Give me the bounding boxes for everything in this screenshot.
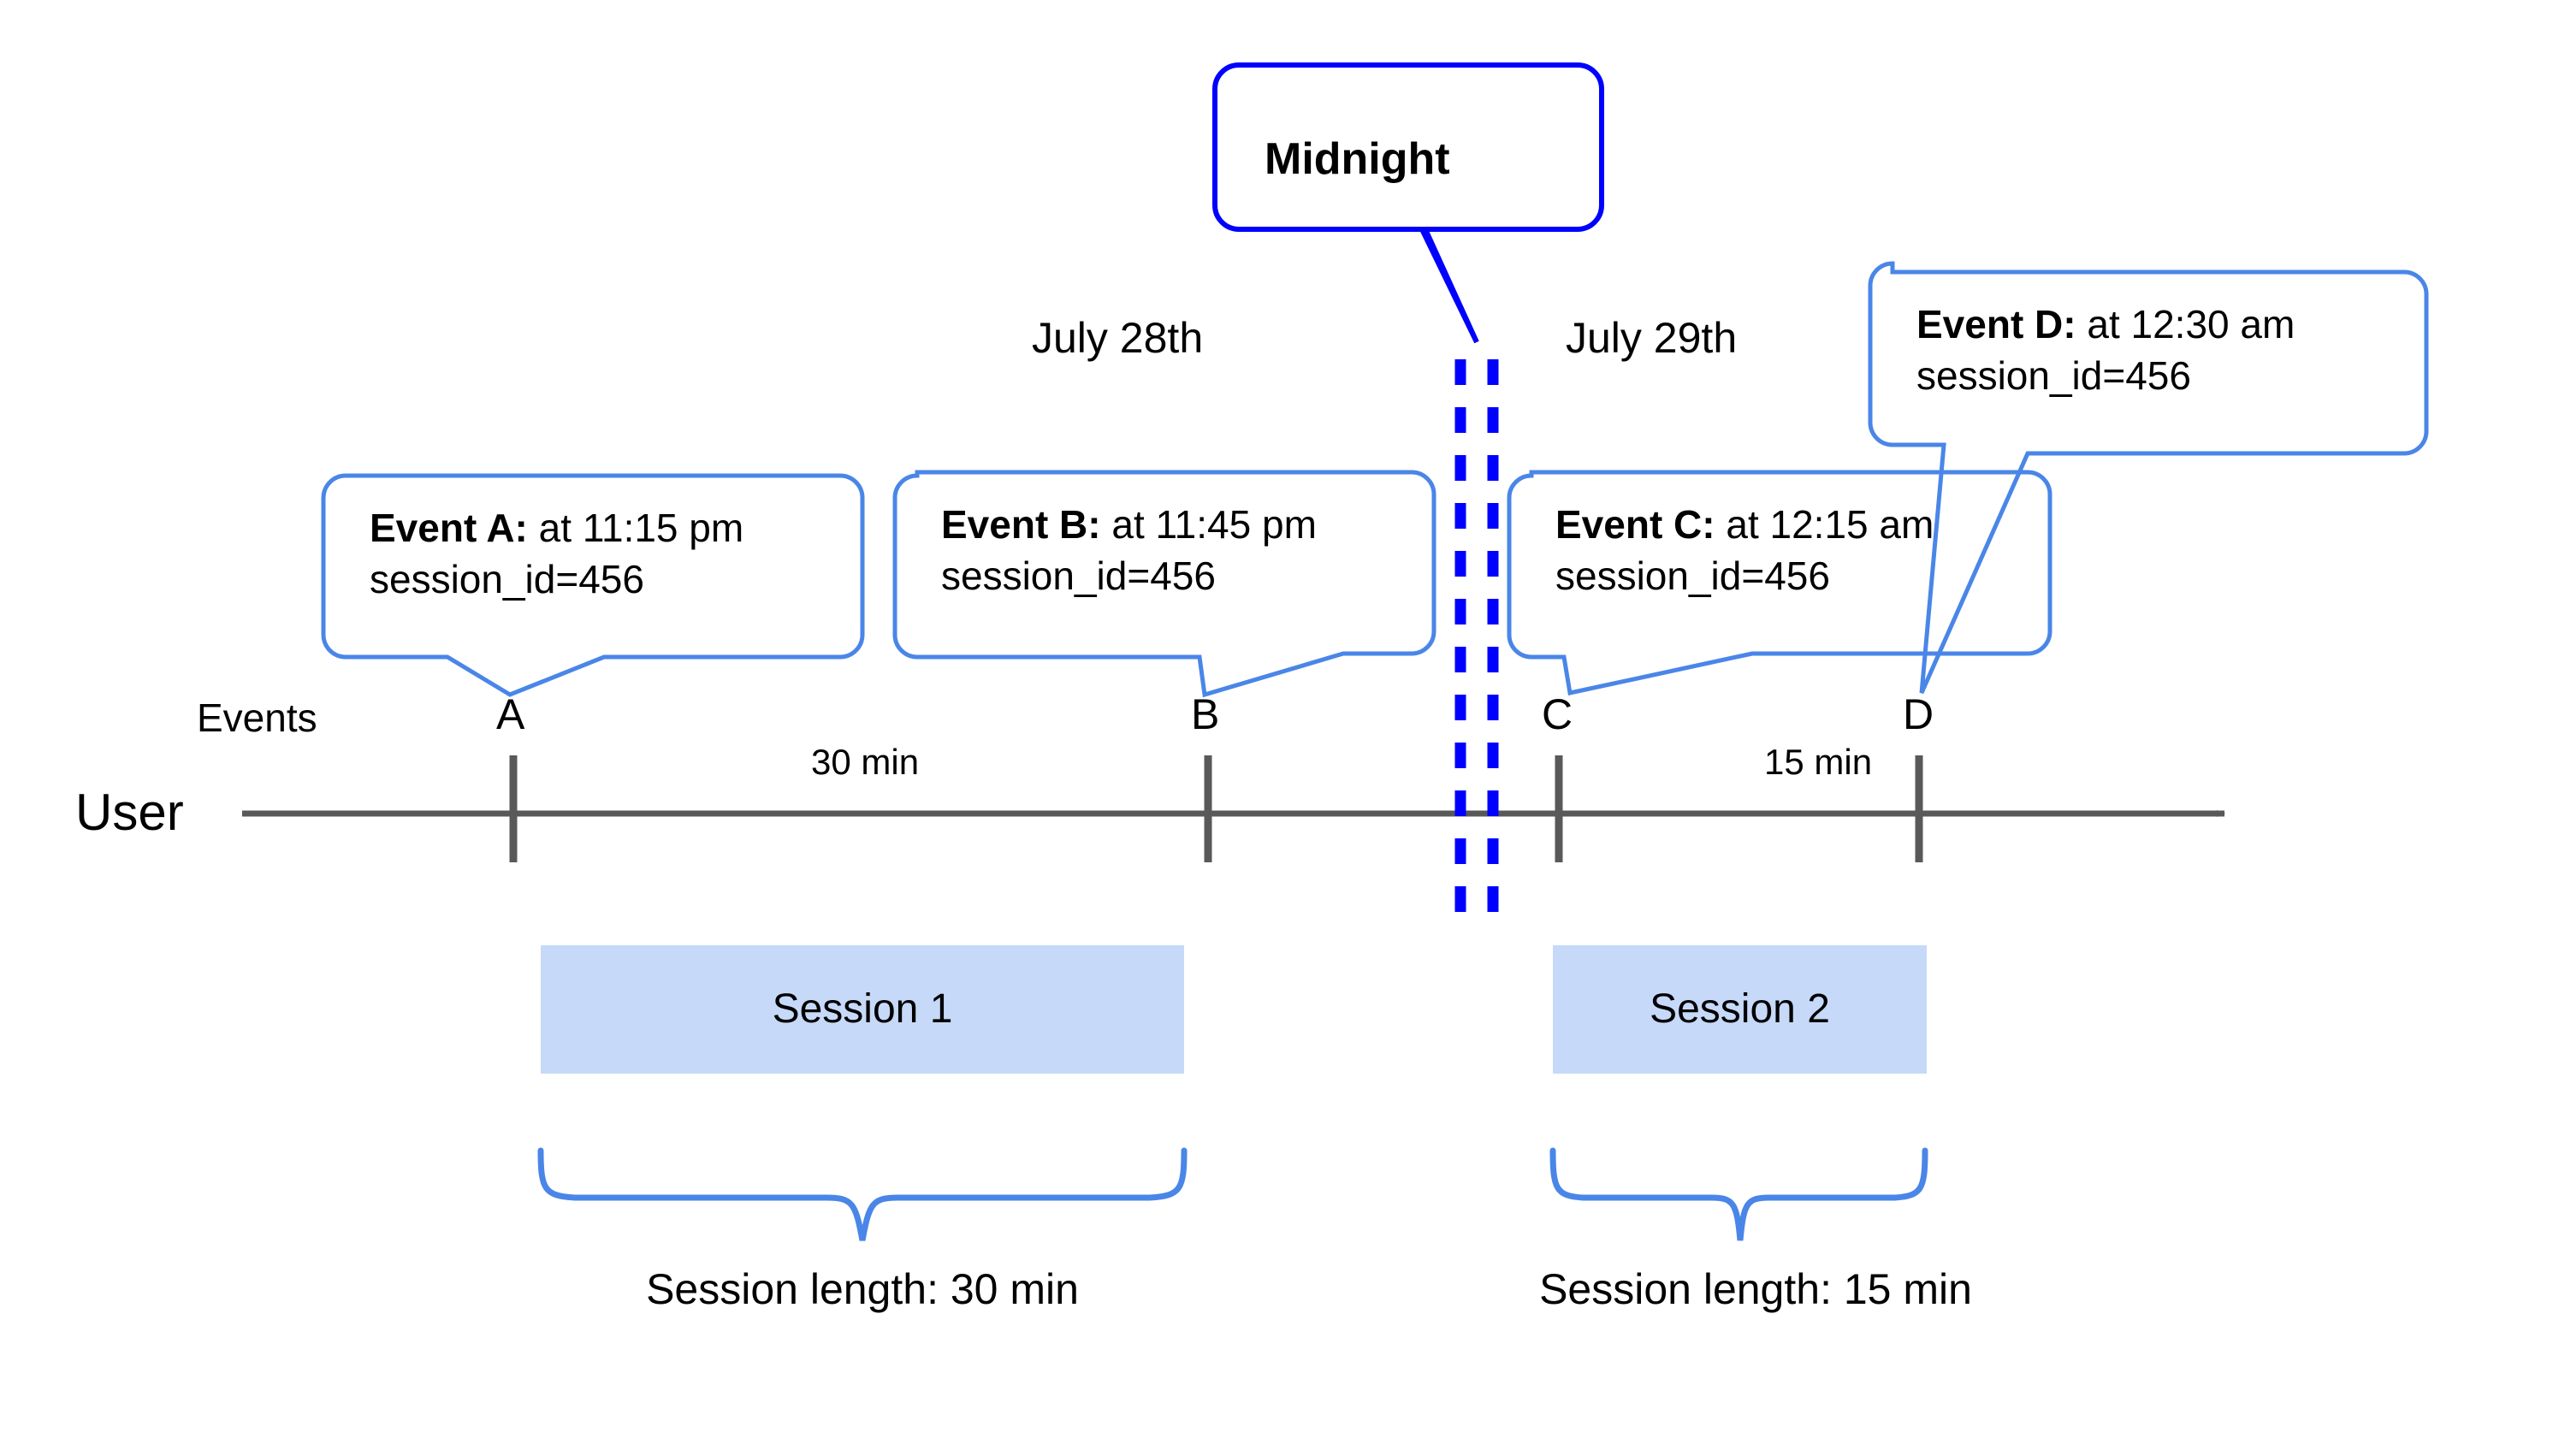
event-b-callout-shape (892, 470, 1436, 698)
event-d-title: Event D: (1916, 302, 2076, 346)
session-bar-2 (1553, 945, 1927, 1074)
event-b-callout-text: Event B: at 11:45 pm session_id=456 (941, 500, 1317, 602)
date-label-july-29: July 29th (1566, 314, 1738, 362)
event-d-session-id: session_id=456 (1916, 352, 2191, 398)
event-c-callout-shape (1507, 470, 2052, 695)
event-d-time: at 12:30 am (2076, 302, 2295, 346)
session-2-length-label: Session length: 15 min (1539, 1265, 1972, 1313)
event-b-title: Event B: (941, 502, 1101, 547)
midnight-callout-shape (1212, 62, 1604, 344)
session-bar-1 (541, 945, 1184, 1074)
event-c-title: Event C: (1555, 502, 1715, 547)
session-2-label: Session 2 (1650, 986, 1830, 1032)
event-a-title: Event A: (370, 506, 528, 550)
gap-label-30-min: 30 min (811, 742, 920, 782)
event-a-callout-text: Event A: at 11:15 pm session_id=456 (370, 503, 743, 606)
gap-label-15-min: 15 min (1764, 742, 1873, 782)
session-1-length-label: Session length: 30 min (646, 1265, 1079, 1313)
event-b-session-id: session_id=456 (941, 553, 1216, 598)
event-a-session-id: session_id=456 (370, 556, 644, 601)
tick-label-d: D (1903, 690, 1934, 738)
session-1-label: Session 1 (772, 986, 953, 1032)
tick-label-a: A (496, 690, 525, 738)
tick-label-c: C (1542, 690, 1573, 738)
events-row-label: Events (197, 695, 317, 740)
midnight-label: Midnight (1265, 134, 1450, 184)
event-d-callout-text: Event D: at 12:30 am session_id=456 (1916, 299, 2295, 402)
session-2-brace (1549, 1147, 1928, 1241)
event-c-time: at 12:15 am (1715, 502, 1934, 547)
event-c-callout-text: Event C: at 12:15 am session_id=456 (1555, 500, 1934, 602)
tick-label-b: B (1191, 690, 1220, 738)
event-b-time: at 11:45 pm (1100, 502, 1317, 547)
date-label-july-28: July 28th (1032, 314, 1204, 362)
event-a-time: at 11:15 pm (527, 506, 744, 550)
event-a-callout-shape (321, 473, 865, 697)
session-1-brace (537, 1147, 1188, 1241)
user-row-label: User (75, 784, 184, 841)
event-c-session-id: session_id=456 (1555, 553, 1830, 598)
event-d-callout-shape (1868, 261, 2429, 695)
